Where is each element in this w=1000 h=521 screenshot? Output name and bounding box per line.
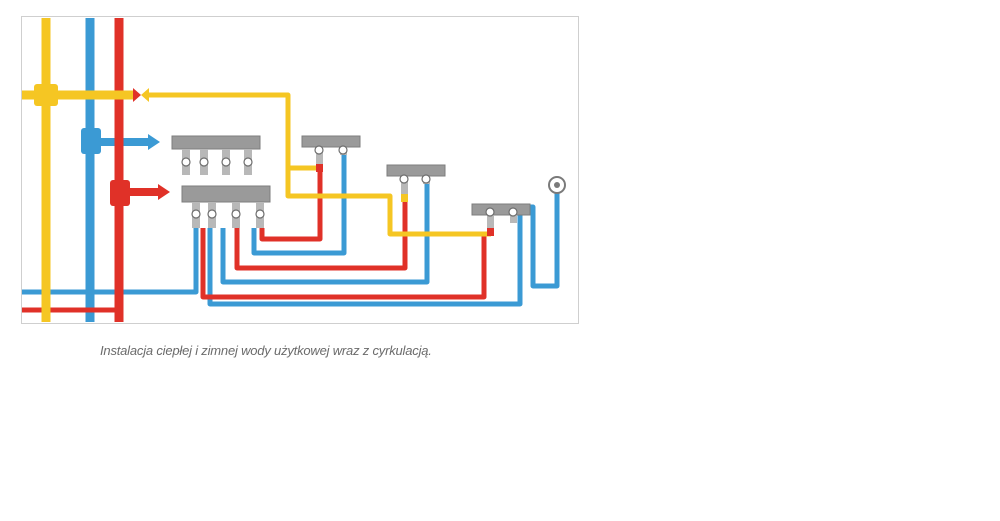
cold-outlet-4 xyxy=(251,152,347,256)
circulation-pipes xyxy=(22,18,491,322)
fittings xyxy=(34,84,170,206)
cold-outlet-3 xyxy=(220,178,430,285)
cold-tee-fitting xyxy=(81,128,101,154)
hot-manifold-outlets xyxy=(191,202,265,228)
circulation-check-valve-icon-b xyxy=(141,88,149,102)
hot-outlet-1 xyxy=(200,228,487,300)
fixture-3 xyxy=(471,203,531,236)
cold-outlet-2 xyxy=(207,207,523,307)
hot-valve-icon xyxy=(158,184,170,200)
cold-valve-icon xyxy=(148,134,160,150)
hot-outlet-3 xyxy=(259,170,323,242)
fixture-connectors xyxy=(301,135,566,236)
circulation-check-valve-icon xyxy=(133,88,141,102)
cold-outlet-1 xyxy=(22,228,199,295)
manifolds xyxy=(171,135,271,228)
piping-diagram xyxy=(22,18,566,322)
fixture-2 xyxy=(386,164,446,202)
cold-manifold xyxy=(171,135,261,150)
diagram-caption: Instalacja ciepłej i zimnej wody użytkow… xyxy=(100,343,432,358)
hot-manifold xyxy=(181,185,271,203)
circulation-return xyxy=(148,92,491,237)
end-tap-icon xyxy=(548,176,566,194)
hot-tee-fitting xyxy=(110,180,130,206)
cold-manifold-outlets xyxy=(181,149,253,175)
figure: Instalacja ciepłej i zimnej wody użytkow… xyxy=(0,0,600,400)
circulation-tee-fitting xyxy=(34,84,58,106)
fixture-1 xyxy=(301,135,361,172)
